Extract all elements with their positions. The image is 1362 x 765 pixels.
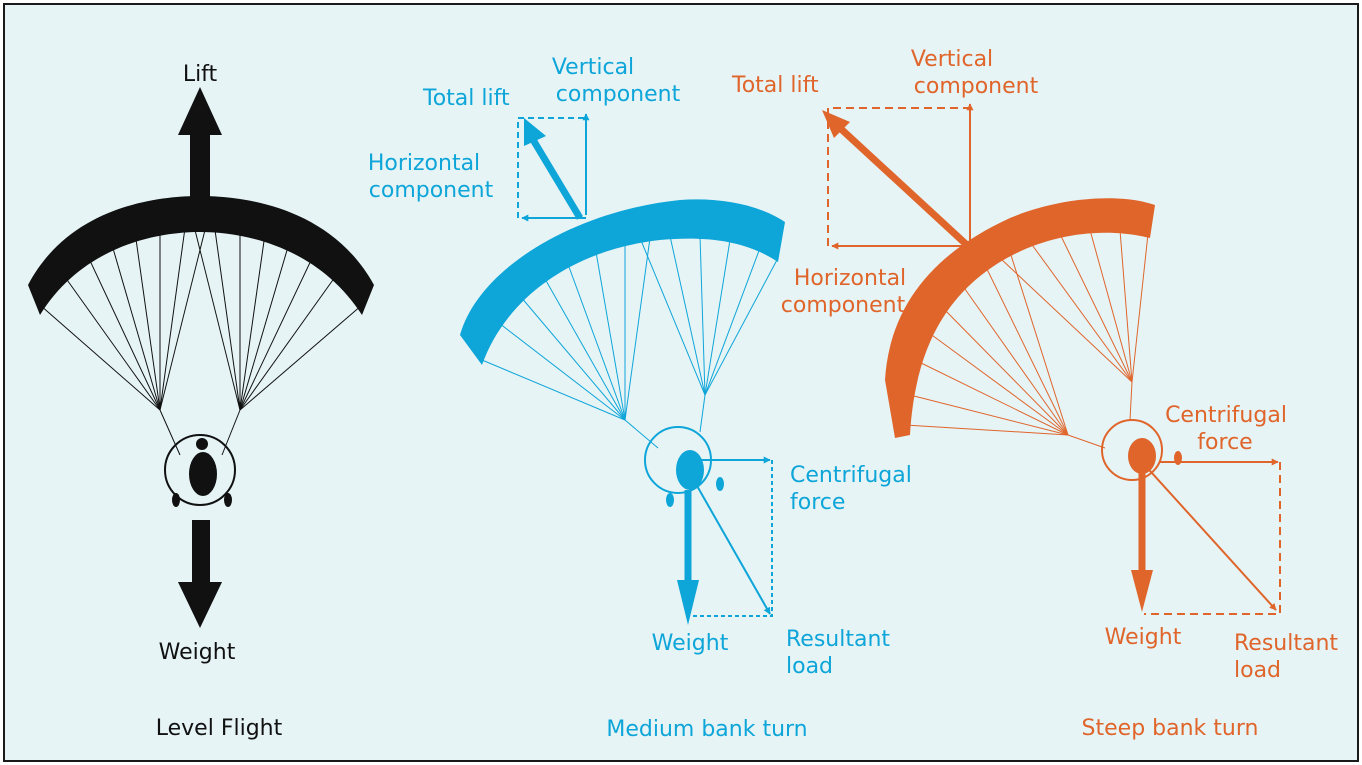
medium-resultant-box [690, 460, 773, 617]
lift-label: Lift [183, 62, 218, 87]
medium-weight-arrow [677, 580, 699, 625]
steep-centrifugal-label-2: force [1197, 430, 1252, 455]
weight-arrow [178, 520, 222, 628]
lift-arrow [178, 87, 222, 197]
steep-pilot [1128, 438, 1156, 474]
steep-total-lift-arrow [837, 125, 971, 249]
medium-resultant-label-1: Resultant [786, 627, 890, 652]
steep-horizontal-label-2: component [781, 293, 906, 318]
medium-resultant-label-2: load [786, 654, 833, 679]
level-wing [28, 196, 374, 315]
medium-wing [460, 199, 785, 365]
steep-centrifugal-label-1: Centrifugal [1165, 403, 1287, 428]
steep-suspension-lines [904, 229, 1149, 449]
medium-centrifugal-label-2: force [790, 490, 845, 515]
steep-weight-label: Weight [1105, 625, 1182, 650]
level-pilot [189, 452, 217, 496]
medium-vertical-label-2: component [556, 82, 681, 107]
medium-bank-panel: Total lift Vertical component Horizontal… [368, 55, 912, 742]
steep-bank-panel: Total lift Vertical component Horizontal… [731, 47, 1338, 741]
medium-weight-label: Weight [652, 631, 729, 656]
medium-pilot [676, 450, 704, 490]
medium-horizontal-label-2: component [369, 178, 494, 203]
level-suspension-lines [39, 227, 363, 456]
steep-wing [885, 198, 1155, 438]
steep-resultant-label-2: load [1234, 658, 1281, 683]
medium-component-box [517, 117, 588, 218]
steep-bank-caption: Steep bank turn [1082, 716, 1259, 741]
steep-vertical-label-2: component [914, 74, 1039, 99]
medium-resultant-arrow [687, 469, 771, 615]
steep-weight-arrow [1131, 570, 1153, 612]
steep-vertical-label-1: Vertical [911, 47, 993, 72]
steep-total-lift-label: Total lift [731, 73, 819, 98]
level-flight-caption: Level Flight [156, 716, 283, 741]
medium-centrifugal-label-1: Centrifugal [790, 463, 912, 488]
medium-horizontal-label-1: Horizontal [368, 151, 480, 176]
level-paramotor-cage [164, 434, 236, 506]
medium-vertical-label-1: Vertical [552, 55, 634, 80]
medium-bank-caption: Medium bank turn [606, 717, 807, 742]
steep-component-box [827, 107, 970, 246]
medium-total-lift-label: Total lift [422, 86, 510, 111]
steep-resultant-arrow [1141, 461, 1277, 611]
level-flight-panel: Lift Weight Level Flight [28, 62, 374, 741]
medium-suspension-lines [481, 235, 779, 449]
weight-label: Weight [159, 640, 236, 665]
steep-horizontal-label-1: Horizontal [794, 266, 906, 291]
medium-total-lift-arrow [528, 136, 584, 220]
steep-resultant-label-1: Resultant [1234, 631, 1338, 656]
steep-paramotor-cage [1101, 419, 1163, 481]
